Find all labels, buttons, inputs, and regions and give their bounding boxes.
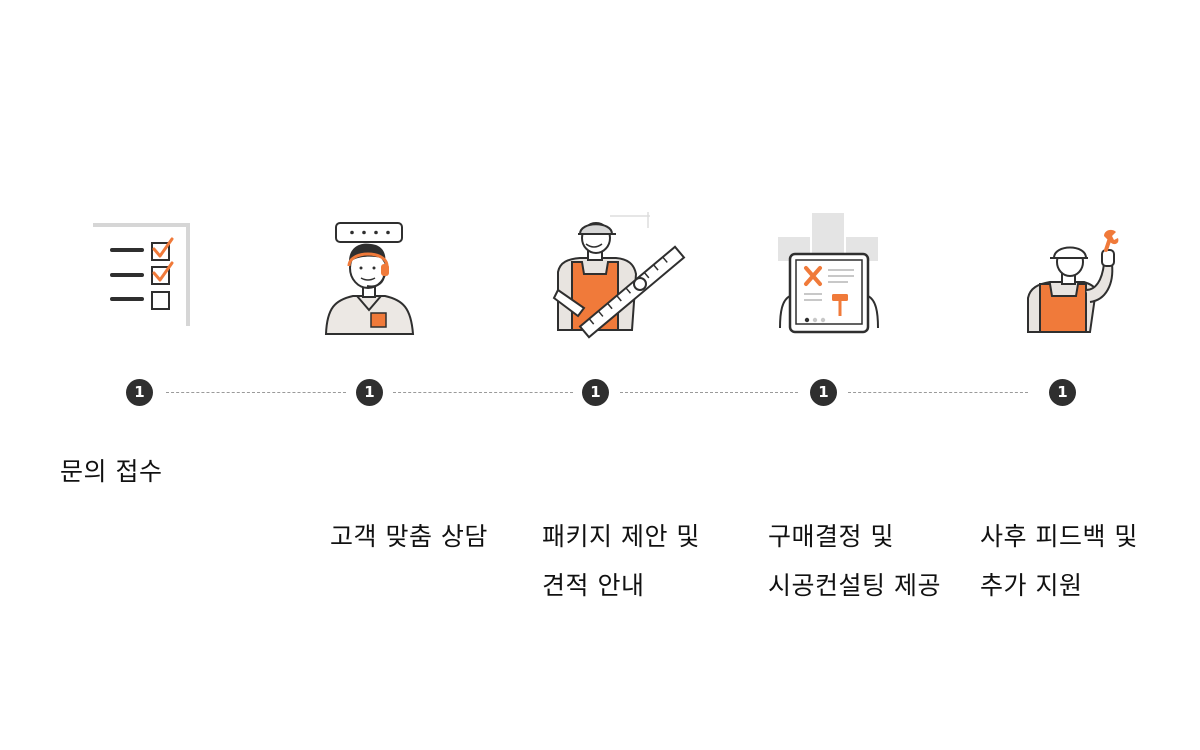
checklist-icon bbox=[90, 222, 192, 330]
timeline-connector bbox=[848, 392, 1028, 393]
step-label-line: 패키지 제안 및 bbox=[542, 522, 700, 551]
worker-wrench-icon bbox=[1024, 228, 1128, 334]
step-label-line: 구매결정 및 bbox=[768, 522, 894, 551]
timeline-connector bbox=[393, 392, 573, 393]
step-label-line: 시공컨설팅 제공 bbox=[768, 571, 941, 600]
step-label-line: 문의 접수 bbox=[60, 457, 163, 486]
step-number-badge: 1 bbox=[582, 379, 609, 406]
step-number-badge: 1 bbox=[810, 379, 837, 406]
step-label: 패키지 제안 및 견적 안내 bbox=[542, 512, 700, 610]
step-label: 구매결정 및 시공컨설팅 제공 bbox=[768, 512, 941, 610]
step-label: 문의 접수 bbox=[60, 447, 162, 496]
worker-ruler-icon bbox=[548, 212, 686, 339]
step-label: 사후 피드백 및 추가 지원 bbox=[980, 512, 1138, 610]
step-label-line: 고객 맞춤 상담 bbox=[330, 522, 488, 551]
timeline-connector bbox=[620, 392, 798, 393]
timeline-connector bbox=[166, 392, 346, 393]
step-number-badge: 1 bbox=[356, 379, 383, 406]
step-label-line: 사후 피드백 및 bbox=[980, 522, 1138, 551]
step-label-line: 추가 지원 bbox=[980, 571, 1083, 600]
headset-agent-icon bbox=[323, 220, 419, 336]
step-number-badge: 1 bbox=[1049, 379, 1076, 406]
tablet-tools-icon bbox=[776, 212, 882, 334]
step-label-line: 견적 안내 bbox=[542, 571, 645, 600]
step-number-badge: 1 bbox=[126, 379, 153, 406]
step-label: 고객 맞춤 상담 bbox=[330, 512, 488, 561]
